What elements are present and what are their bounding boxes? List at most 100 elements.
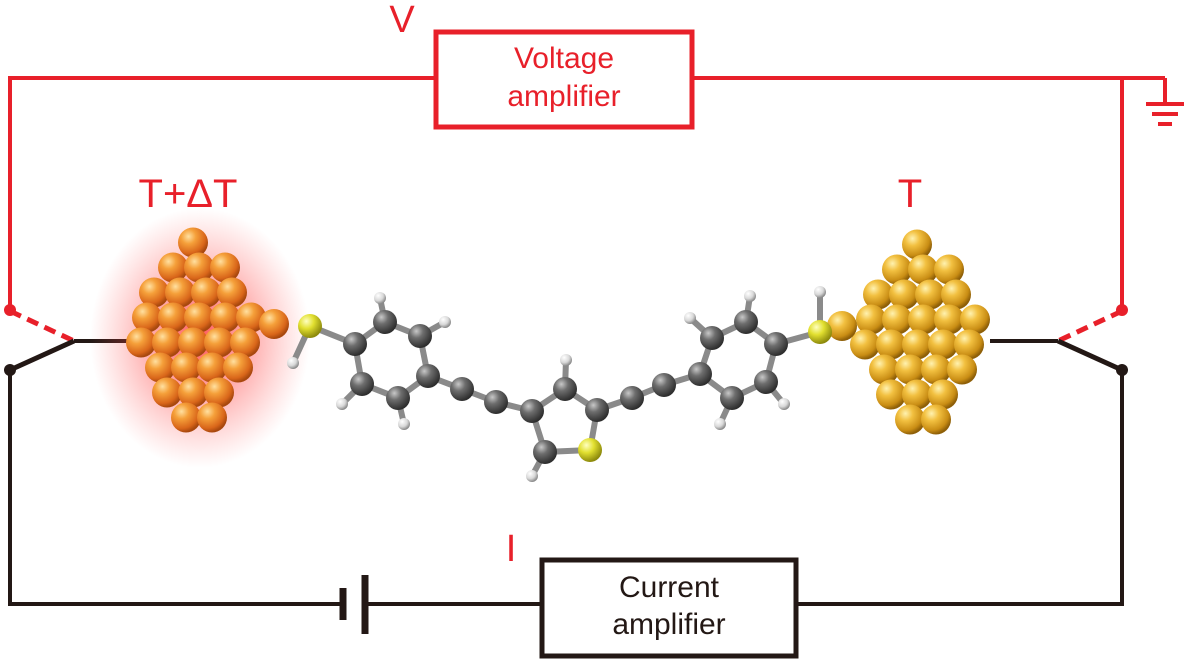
gold-atom-hot [145,352,175,383]
gold-atom-cold [915,279,945,310]
carbon-atom [585,398,609,422]
carbon-atom [700,326,724,350]
gold-atom-hot [178,227,208,258]
carbon-atom [450,377,474,401]
carbon-atom [652,373,676,397]
carbon-atom [416,364,440,388]
current-terminal-right [1116,364,1128,376]
gold-atom-cold [869,354,899,385]
current-switch-legs [8,338,1124,373]
gold-atom-hot [223,352,253,383]
voltage-amplifier-box [433,29,695,130]
gold-atom-cold [921,404,951,435]
hydrogen-atom [778,398,790,410]
carbon-atom [408,324,432,348]
carbon-atom [386,386,410,410]
gold-atom-cold [902,229,932,260]
carbon-atom [520,399,544,423]
gold-atom-hot [204,327,234,358]
gold-atom-hot [184,302,214,333]
carbon-atom [620,386,644,410]
carbon-atom [720,386,744,410]
gold-atom-hot [152,377,182,408]
gold-atom-cold [908,304,938,335]
gold-atom-hot [126,327,156,358]
gold-atom-hot [152,327,182,358]
hydrogen-atom [814,286,826,298]
gold-atom-cold [876,329,906,360]
carbon-atom [373,310,397,334]
gold-atom-hot [158,302,188,333]
gold-atom-hot [132,302,162,333]
gold-atom-hot [210,302,240,333]
hydrogen-atom [398,418,410,430]
battery-symbol [339,575,369,634]
gold-atom-hot [178,327,208,358]
hydrogen-atom [560,354,572,366]
gold-atom-cold [921,354,951,385]
gold-atom-cold [850,329,880,360]
gold-atom-cold [947,354,977,385]
gold-atom-hot [171,352,201,383]
gold-atom-cold [928,379,958,410]
gold-atom-cold [941,279,971,310]
gold-atom-hot [171,402,201,433]
gold-atom-cold [882,254,912,285]
voltage-amplifier-label-line1: Voltage [514,42,614,75]
gold-atom-cold [827,311,857,341]
cold-electrode-label: T [898,172,922,216]
gold-atom-cold [908,254,938,285]
carbon-atom [484,390,508,414]
hydrogen-atom [744,290,756,302]
voltage-switch-legs [8,308,1124,344]
sulfur-atom [298,314,322,338]
gold-atom-hot [139,277,169,308]
gold-atom-hot [158,252,188,283]
current-amplifier-box [539,557,799,659]
gold-atom-hot [259,309,289,339]
voltage-terminal-right [1116,304,1128,316]
gold-atom-cold [895,404,925,435]
gold-atom-hot [217,277,247,308]
gold-atom-cold [876,379,906,410]
gold-atom-cold [902,379,932,410]
gold-atom-cold [960,304,990,335]
gold-atom-cold [863,279,893,310]
hot-electrode-label: T+ΔT [139,172,238,216]
voltage-amplifier-label-line2: amplifier [507,80,620,113]
gold-atom-hot [191,277,221,308]
hydrogen-atom [374,292,386,304]
gold-atom-cold [889,279,919,310]
current-symbol: I [506,528,517,570]
voltage-terminal-left [4,304,16,316]
hydrogen-atom [714,418,726,430]
gold-atom-hot [197,352,227,383]
carbon-atom [533,440,557,464]
gold-atom-hot [178,377,208,408]
gold-atom-cold [856,304,886,335]
carbon-atom [350,372,374,396]
hydrogen-atom [336,398,348,410]
gold-atom-cold [895,354,925,385]
gold-atom-hot [230,327,260,358]
carbon-atom [343,332,367,356]
hydrogen-atom [684,312,696,324]
carbon-atom [764,332,788,356]
hydrogen-atom [287,357,299,369]
current-amplifier-label-line2: amplifier [612,608,725,641]
carbon-atom [754,370,778,394]
hot-gold-electrode [126,227,289,433]
carbon-atom [734,310,758,334]
molecular-junction-molecule [287,286,832,482]
gold-atom-hot [197,402,227,433]
gold-atom-cold [902,329,932,360]
gold-atom-cold [928,329,958,360]
carbon-atom [553,377,577,401]
sulfur-atom [808,320,832,344]
voltage-circuit [8,76,1167,308]
current-terminal-left [4,364,16,376]
gold-atom-hot [236,302,266,333]
gold-atom-cold [934,254,964,285]
gold-atom-hot [210,252,240,283]
hydrogen-atom [526,470,538,482]
